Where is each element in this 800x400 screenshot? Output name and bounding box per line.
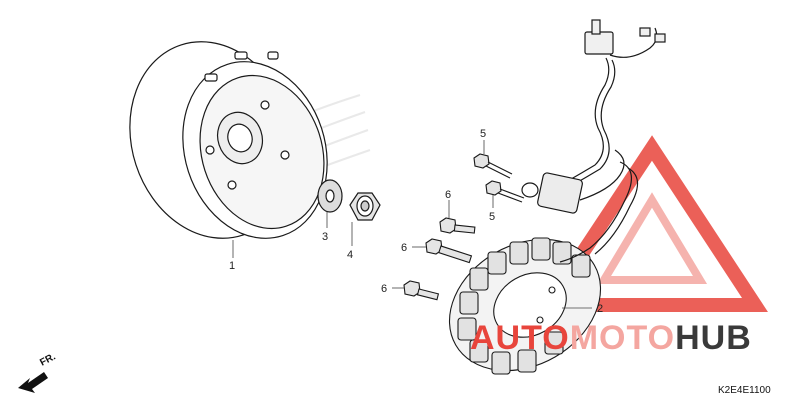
leader-lines [232, 140, 592, 309]
part-number-6b: 6 [401, 242, 407, 254]
part-number-5a: 5 [480, 128, 486, 140]
bolt-upper-b [485, 180, 525, 203]
part-number-4: 4 [347, 249, 353, 261]
bolt-c [403, 280, 440, 301]
watermark-text: AUTOMOTOHUB [470, 319, 752, 357]
nut [349, 192, 381, 221]
washer [317, 179, 343, 213]
part-number-5b: 5 [489, 211, 495, 223]
diagram-code: K2E4E1100 [718, 385, 771, 396]
flywheel [129, 41, 328, 239]
watermark-moto: MOTO [570, 319, 675, 357]
stator [448, 237, 602, 375]
part-number-6a: 6 [445, 189, 451, 201]
part-number-6c: 6 [381, 283, 387, 295]
watermark-triangle-logo [534, 135, 768, 312]
part-number-3: 3 [322, 231, 328, 243]
watermark-auto: AUTO [470, 319, 570, 357]
pulse-generator [521, 172, 583, 214]
part-number-2: 2 [597, 303, 603, 315]
connector [584, 19, 666, 58]
front-direction-indicator: FR. [18, 351, 58, 393]
bolt-b [425, 238, 473, 264]
bolt-a [439, 217, 476, 234]
front-label: FR. [38, 351, 58, 368]
wire-harness [547, 57, 639, 263]
bolt-upper-a [473, 153, 513, 179]
part-number-1: 1 [229, 260, 235, 272]
watermark-hub: HUB [675, 319, 752, 357]
part-labels: 1 3 4 5 5 6 6 6 2 [229, 128, 603, 315]
front-arrow-icon [18, 372, 48, 393]
